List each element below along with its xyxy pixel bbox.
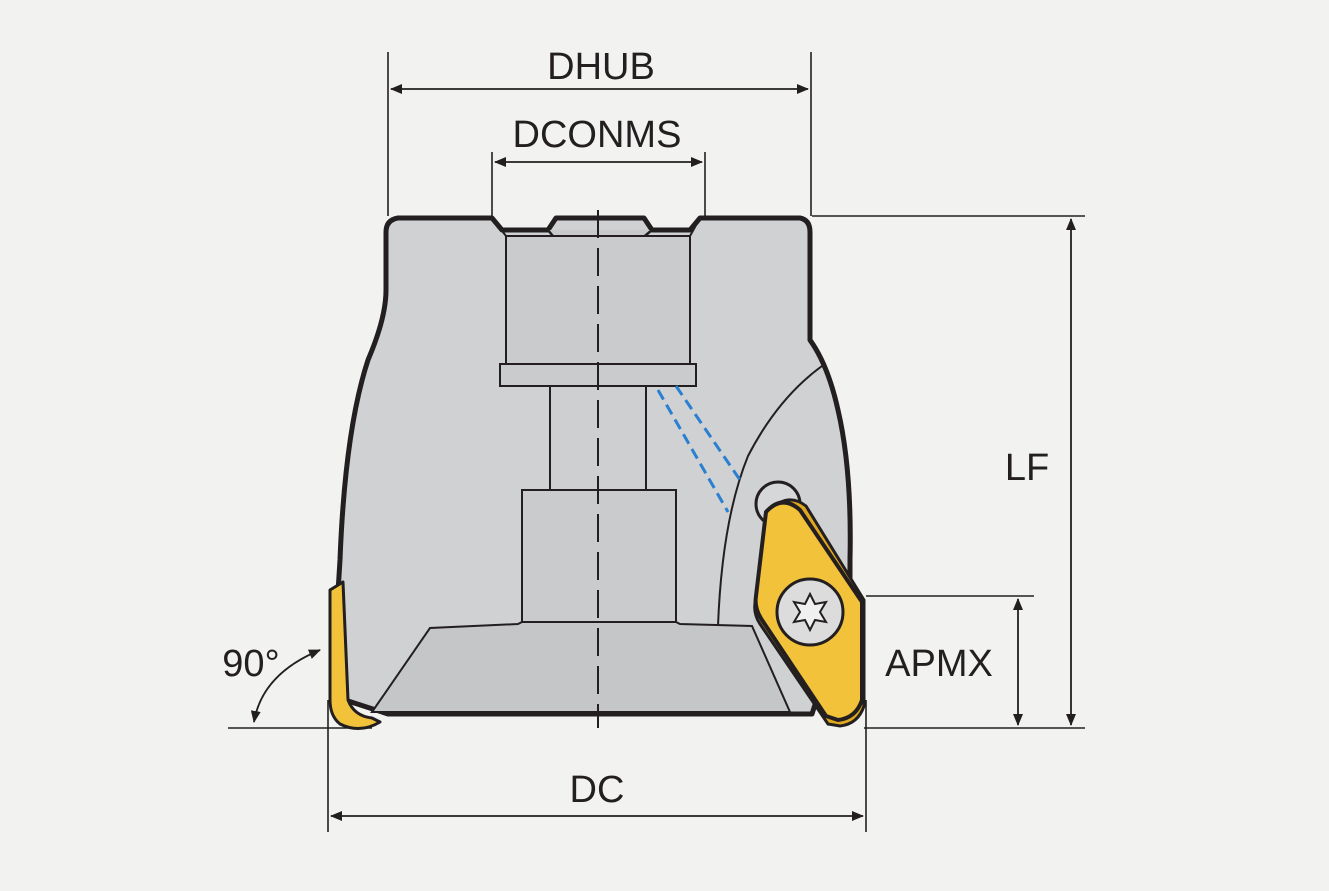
coolant-channel bbox=[656, 385, 742, 513]
angle-arc bbox=[250, 649, 321, 723]
lf-label: LF bbox=[1005, 447, 1049, 489]
dhub-label: DHUB bbox=[547, 46, 655, 88]
dc-label: DC bbox=[570, 769, 625, 811]
dconms-label: DCONMS bbox=[513, 114, 682, 156]
chip-pocket bbox=[717, 365, 823, 627]
torx-screw-icon bbox=[775, 577, 845, 647]
apmx-label: APMX bbox=[885, 643, 993, 685]
bottom-face bbox=[370, 621, 792, 713]
angle-label: 90° bbox=[222, 643, 279, 685]
